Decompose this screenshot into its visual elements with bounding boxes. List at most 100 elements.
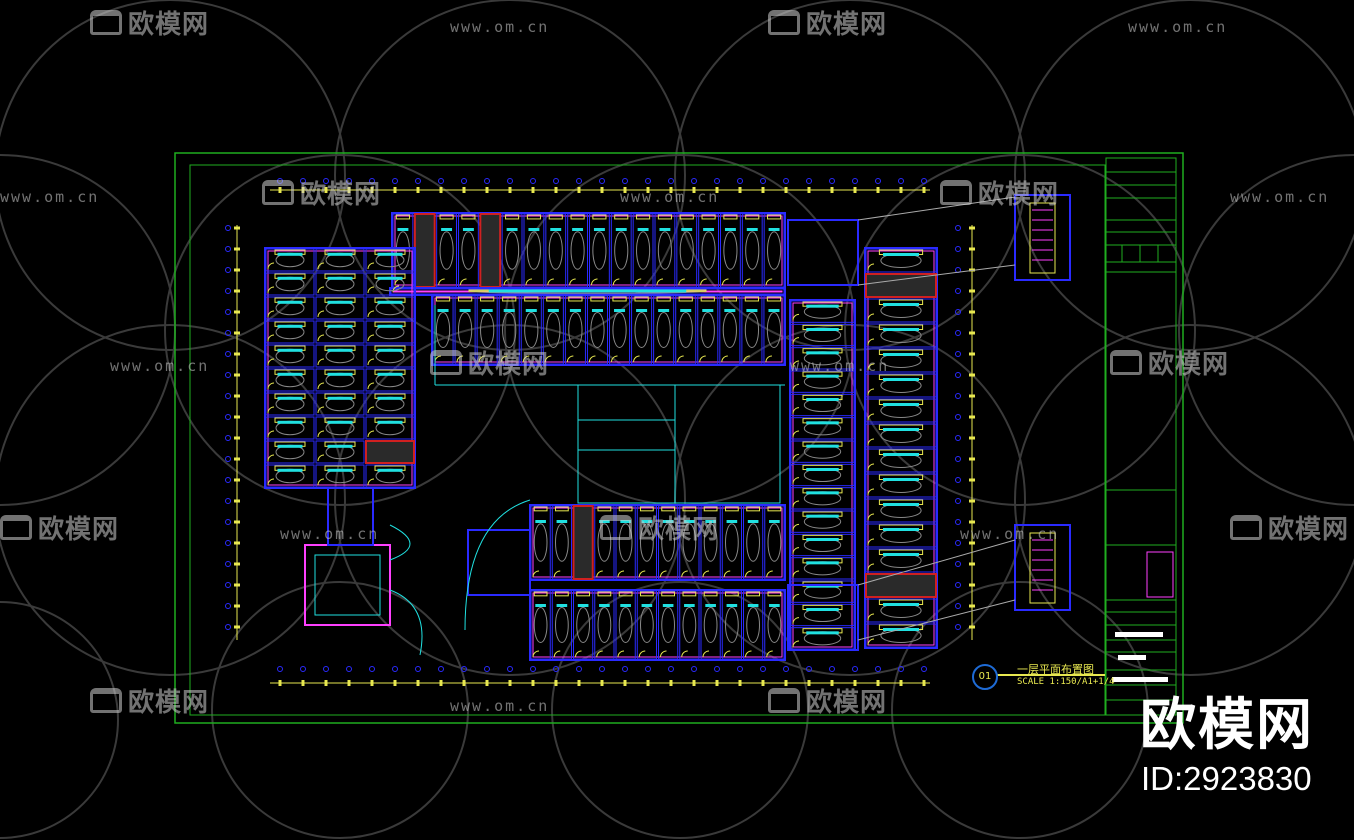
door-swing-icon	[638, 570, 646, 578]
dim-tick	[692, 187, 696, 193]
watermark-arc	[334, 0, 686, 351]
axis-bubble	[225, 519, 231, 525]
bathroom-fixture	[725, 591, 739, 597]
watermark-arc	[211, 581, 469, 839]
door-swing-icon	[553, 570, 561, 578]
url-watermark: www.om.cn	[960, 525, 1059, 543]
watermark-arc	[0, 0, 346, 351]
wardrobe	[883, 453, 919, 456]
url-watermark: www.om.cn	[110, 357, 209, 375]
door-swing-icon	[317, 454, 325, 462]
door-swing-icon	[367, 310, 375, 318]
door-swing-icon	[438, 278, 445, 286]
axis-bubble	[852, 666, 858, 672]
bed-icon	[461, 231, 476, 270]
room	[365, 368, 415, 392]
bed-icon	[592, 231, 607, 270]
door-swing-icon	[317, 430, 325, 438]
axis-bubble	[760, 666, 766, 672]
bed-icon	[746, 523, 760, 562]
wardrobe	[806, 421, 839, 425]
room	[365, 392, 415, 416]
bed-icon	[439, 231, 454, 270]
bathroom-fixture	[505, 214, 520, 220]
watermark-text: 欧模网	[806, 10, 888, 40]
door-swing-icon	[681, 570, 688, 578]
room	[865, 273, 937, 298]
axis-bubble	[955, 624, 961, 630]
bathroom-fixture	[555, 591, 569, 597]
bed-icon	[767, 607, 782, 643]
door-swing-icon	[656, 278, 664, 286]
watermark-text: www.om.cn	[0, 188, 100, 206]
bed-icon	[657, 231, 672, 270]
wardrobe	[636, 309, 648, 312]
door-swing-icon	[460, 278, 467, 286]
dim-tick	[234, 247, 240, 251]
wardrobe	[277, 252, 303, 256]
room	[265, 272, 315, 296]
dim-tick	[669, 187, 673, 193]
bathroom-fixture	[745, 214, 760, 220]
axis-bubble	[484, 666, 490, 672]
dim-tick	[876, 187, 880, 193]
dim-tick	[692, 680, 696, 686]
bathroom-fixture	[576, 591, 590, 597]
room	[636, 590, 657, 660]
door-swing-icon	[792, 383, 800, 391]
axis-bubble	[955, 561, 961, 567]
dim-tick	[347, 187, 351, 193]
door-swing-icon	[743, 278, 751, 286]
axis-bubble	[225, 498, 231, 504]
door-swing-icon	[677, 355, 684, 363]
detail-view	[1014, 524, 1071, 611]
bathroom-fixture	[725, 506, 739, 512]
room	[790, 627, 855, 650]
room	[721, 505, 742, 580]
callout-leader	[857, 196, 1016, 221]
room	[265, 248, 315, 272]
dim-tick	[485, 680, 489, 686]
dim-tick	[462, 680, 466, 686]
door-swing-icon	[267, 382, 275, 390]
dim-tick	[234, 289, 240, 293]
watermark-arc	[1014, 324, 1354, 676]
axis-bubble	[955, 330, 961, 336]
room	[679, 590, 700, 660]
bed-icon	[636, 231, 651, 270]
dim-tick	[969, 226, 975, 230]
watermark-text: 欧模网	[38, 515, 120, 545]
bed-icon	[744, 312, 760, 348]
wardrobe	[806, 304, 839, 308]
watermark-arc	[334, 324, 686, 676]
door-swing-icon	[766, 650, 773, 658]
room	[865, 248, 937, 273]
bathroom-fixture	[703, 591, 718, 597]
drawing-frame	[174, 152, 1184, 724]
axis-bubble	[955, 414, 961, 420]
bathroom-fixture	[592, 214, 607, 220]
wardrobe	[377, 252, 403, 256]
wardrobe	[614, 309, 626, 312]
bed-icon	[661, 607, 675, 643]
door-swing-icon	[367, 478, 375, 486]
stair-core-north	[787, 219, 859, 286]
wardrobe	[327, 252, 353, 256]
door-swing-icon	[660, 570, 667, 578]
dim-tick	[234, 268, 240, 272]
room	[551, 590, 572, 660]
wardrobe	[277, 300, 303, 304]
wardrobe	[724, 309, 736, 312]
dim-tick	[393, 680, 397, 686]
door-swing-icon	[367, 358, 375, 366]
door-swing-icon	[867, 413, 875, 421]
bed-icon	[570, 231, 585, 270]
wardrobe	[746, 228, 758, 231]
wardrobe	[680, 309, 692, 312]
room	[700, 505, 721, 580]
door-swing-icon	[267, 286, 275, 294]
door-swing-icon	[267, 310, 275, 318]
door-swing-icon	[267, 478, 275, 486]
door-swing-icon	[745, 570, 752, 578]
sofa-logo-icon	[430, 350, 462, 375]
